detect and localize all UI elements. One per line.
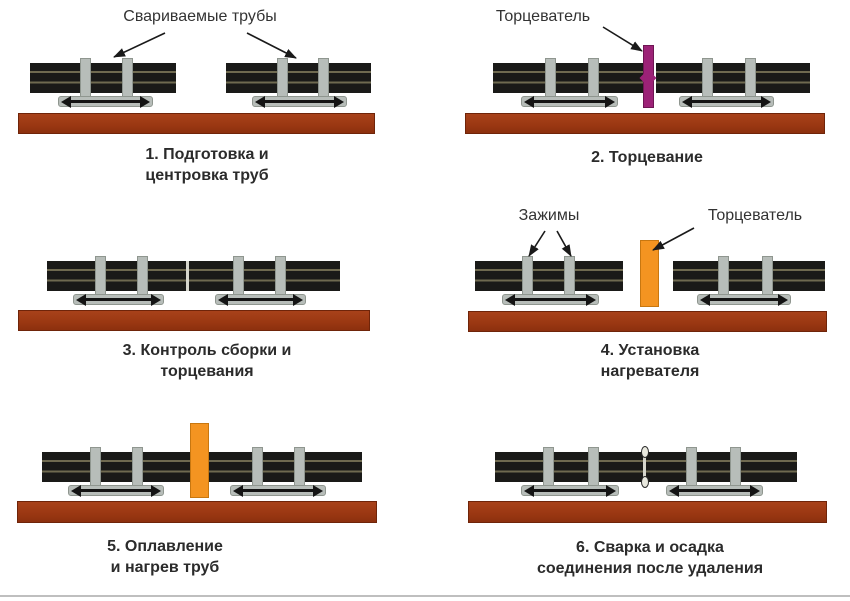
step-caption: 5. Оплавление и нагрев труб [107,538,223,576]
travel-arrow [524,484,616,497]
clamp [80,58,91,98]
clamp [122,58,133,98]
leader-arrow-clamp-right [556,230,572,257]
travel-arrow [682,95,771,108]
weld-bead-bottom [641,476,649,488]
weld-seam [643,452,646,482]
clamp-carriage [58,95,153,108]
pipe-right [673,261,825,291]
label-welded-pipes: Свариваемые трубы [123,8,277,25]
travel-arrow [76,293,161,306]
label-heater-tool: Торцеватель [707,207,803,224]
clamp [522,256,533,296]
clamp [702,58,713,98]
clamp [686,447,697,487]
heater-plate [640,240,659,307]
clamp [137,256,148,296]
pipe-right [226,63,371,93]
clamp-carriage [697,293,791,306]
pipe-joint-seam [186,261,189,291]
step-caption: 2. Торцевание [591,149,703,166]
travel-arrow [233,484,323,497]
travel-arrow [255,95,344,108]
pipe-left [493,63,643,93]
guide-rail [18,310,370,331]
clamp-carriage [502,293,599,306]
clamp [730,447,741,487]
pipe-left [495,452,643,482]
clamp [718,256,729,296]
clamp-carriage [521,95,618,108]
step-caption: 6. Сварка и осадка соединения после удал… [536,539,764,577]
step-caption: 4. Установка нагревателя [600,342,700,380]
guide-rail [18,113,375,134]
clamp [275,256,286,296]
clamp [294,447,305,487]
leader-arrow-welded-pipe-left [113,32,166,58]
clamp-carriage [521,484,619,497]
clamp [277,58,288,98]
clamp-carriage [68,484,164,497]
weld-bead-top [641,446,649,458]
leader-arrow-facing-tool [602,26,643,52]
step-caption: 1. Подготовка и центровка труб [145,146,269,184]
travel-arrow [218,293,303,306]
clamp [132,447,143,487]
clamp [545,58,556,98]
clamp-carriage [666,484,763,497]
guide-rail [17,501,377,523]
clamp [762,256,773,296]
travel-arrow [524,95,615,108]
pipe-left [47,261,187,291]
leader-arrow-clamp-left [528,230,546,257]
clamp-carriage [252,95,347,108]
travel-arrow [700,293,788,306]
bottom-divider [0,595,850,597]
travel-arrow [505,293,596,306]
pipe-right [646,452,797,482]
guide-rail [468,501,827,523]
clamp-carriage [230,484,326,497]
clamp [318,58,329,98]
leader-arrow-welded-pipe-right [246,32,297,59]
leader-arrow-heater [652,227,695,251]
clamp-carriage [679,95,774,108]
label-facing-tool: Торцеватель [495,8,591,25]
clamp [588,447,599,487]
clamp [543,447,554,487]
pipe-left [30,63,176,93]
clamp [233,256,244,296]
clamp [95,256,106,296]
travel-arrow [71,484,161,497]
clamp [252,447,263,487]
guide-rail [468,311,827,332]
guide-rail [465,113,825,134]
heater-plate [190,423,209,498]
pipe-left [475,261,623,291]
pipe-right [209,452,362,482]
pipe-right [656,63,810,93]
clamp-carriage [215,293,306,306]
clamp [588,58,599,98]
travel-arrow [669,484,760,497]
clamp [745,58,756,98]
clamp-carriage [73,293,164,306]
step-caption: 3. Контроль сборки и торцевания [122,342,292,380]
pipe-right [189,261,340,291]
travel-arrow [61,95,150,108]
label-clamps: Зажимы [518,207,580,224]
clamp [564,256,575,296]
clamp [90,447,101,487]
pipe-left [42,452,190,482]
